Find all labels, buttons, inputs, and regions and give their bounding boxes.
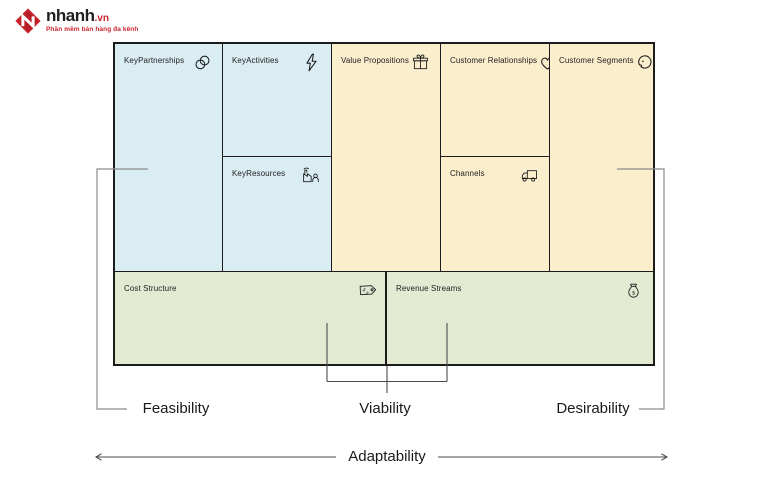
block-key-resources: KeyResources [223, 157, 332, 271]
block-customer-relationships: Customer Relationships [441, 44, 550, 157]
block-title: KeyPartnerships [124, 56, 185, 65]
block-title: KeyResources [232, 169, 286, 178]
block-title: KeyActivities [232, 56, 279, 65]
delivery-truck-icon [519, 165, 540, 186]
block-title: Customer Relationships [450, 56, 538, 65]
brand-tagline: Phần mềm bán hàng đa kênh [46, 26, 139, 33]
block-cost-structure: Cost Structure $ s [115, 271, 386, 364]
desirability-label: Desirability [556, 400, 630, 417]
block-value-propositions: Value Propositions [332, 44, 441, 271]
heart-icon [537, 52, 549, 73]
brand-name: nhanh [46, 6, 95, 25]
adaptability-label: Adaptability [348, 448, 426, 465]
block-title: Cost Structure [124, 284, 177, 293]
price-tag-icon: $ s [355, 280, 377, 301]
block-title: Channels [450, 169, 485, 178]
viability-label: Viability [359, 400, 411, 417]
block-customer-segments: Customer Segments [550, 44, 653, 271]
block-key-partnerships: KeyPartnerships [115, 44, 223, 271]
block-title: Value Propositions [341, 56, 409, 65]
block-title: Revenue Streams [396, 284, 462, 293]
feasibility-label: Feasibility [142, 400, 210, 417]
lightning-bolt-icon [301, 52, 322, 73]
nhanh-logo[interactable]: nhanh.vn Phần mềm bán hàng đa kênh [14, 7, 138, 35]
svg-text:$: $ [632, 290, 636, 296]
person-face-icon [634, 52, 653, 73]
block-revenue-streams: Revenue Streams $ [386, 271, 653, 364]
nhanh-logo-icon [14, 7, 42, 35]
block-key-activities: KeyActivities [223, 44, 332, 157]
block-channels: Channels [441, 157, 550, 271]
block-title: Customer Segments [559, 56, 634, 65]
brand-tld: .vn [94, 13, 109, 24]
business-model-canvas: KeyPartnerships KeyActivities KeyResourc… [113, 42, 655, 366]
money-bag-icon: $ [623, 280, 644, 301]
gift-icon [410, 52, 431, 73]
factory-worker-icon [301, 165, 322, 186]
partnership-rings-icon [192, 52, 213, 73]
svg-text:$ s: $ s [361, 287, 371, 297]
